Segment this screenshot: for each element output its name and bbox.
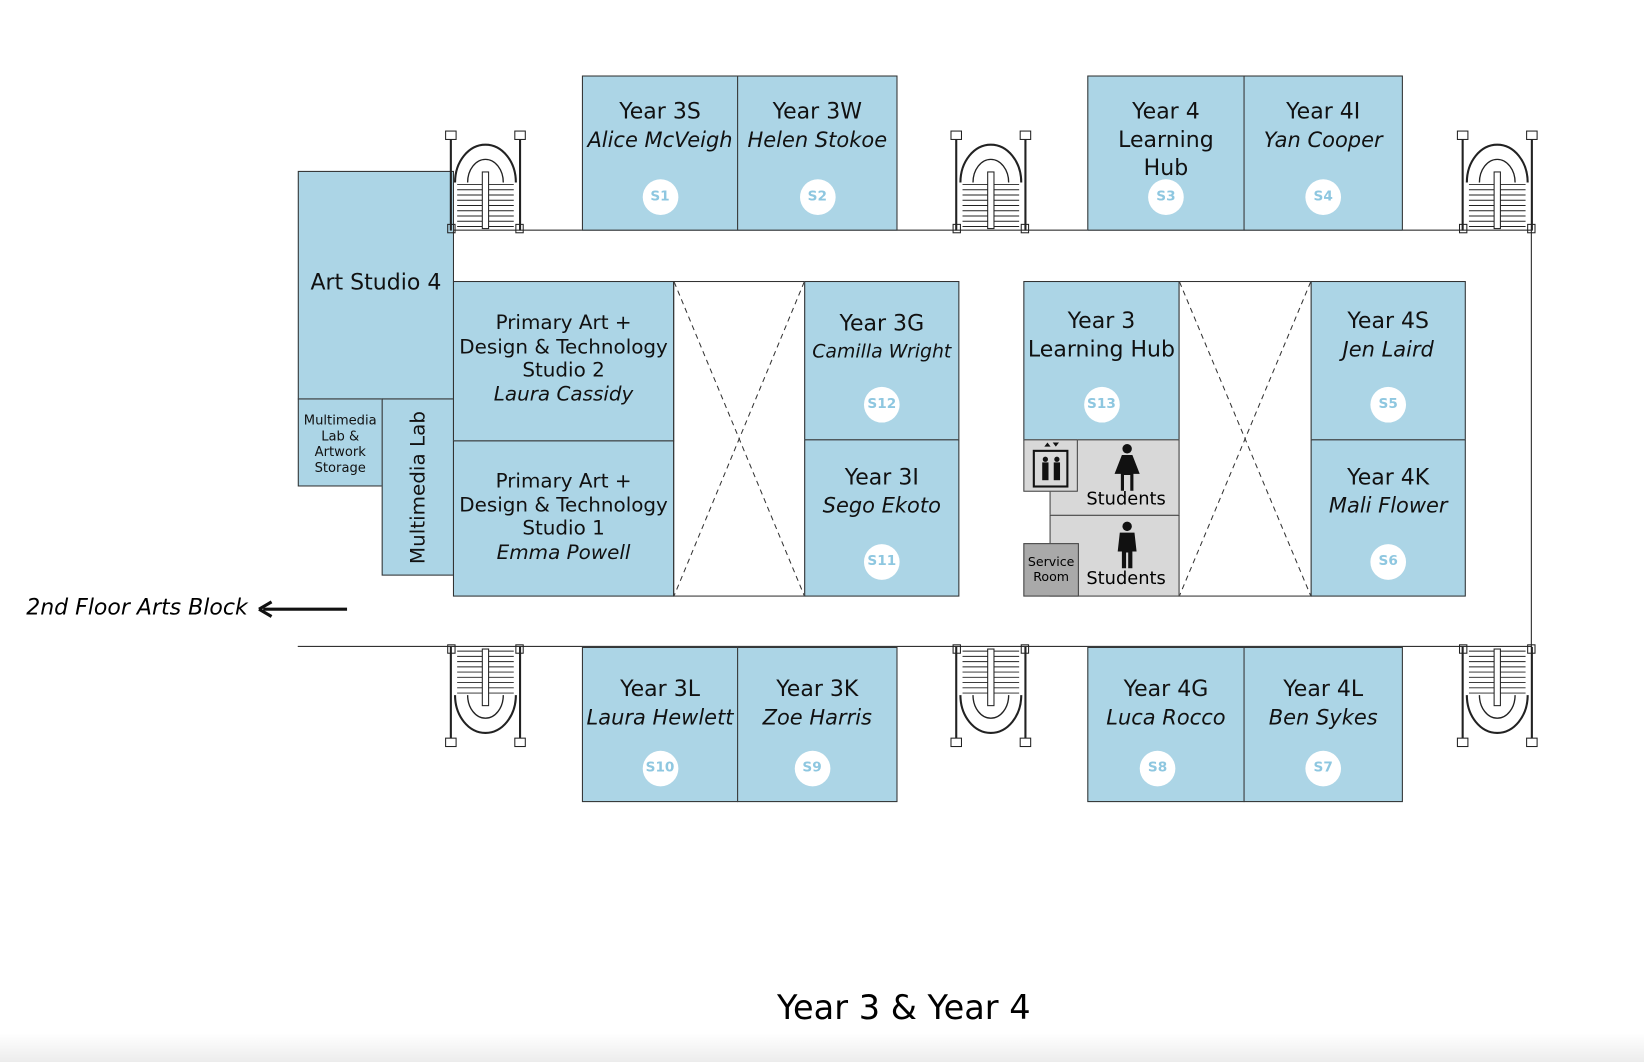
room-title: Primary Art + Design & Technology Studio… [459,469,668,540]
room-title: Multimedia Lab & Artwork Storage [303,412,377,475]
toilet-label: Students [1086,488,1166,510]
room-title: Year 3W [772,98,862,124]
teacher-name: Emma Powell [496,540,631,564]
elevator[interactable] [1023,439,1078,492]
stairs-icon [445,130,526,234]
stairs-icon [1456,644,1538,748]
room-title: Service Room [1027,554,1075,585]
room-title: Year 4I [1286,98,1361,124]
teacher-name: Laura Hewlett [586,704,734,730]
room-primary-art-2[interactable]: Primary Art + Design & Technology Studio… [452,280,675,442]
room-title: Multimedia Lab [406,410,430,564]
room-badge: S3 [1148,179,1184,215]
room-primary-art-1[interactable]: Primary Art + Design & Technology Studio… [452,440,675,597]
room-title: Primary Art + Design & Technology Studio… [459,311,668,382]
room-title: Year 4G [1123,676,1209,702]
room-art-studio-4[interactable]: Art Studio 4 [297,170,455,400]
stairs-icon [1456,130,1538,234]
room-title: Year 4 Learning Hub [1118,98,1214,181]
teacher-name: Sego Ekoto [822,492,941,518]
room-badge: S8 [1139,750,1176,787]
room-title: Art Studio 4 [310,269,442,295]
room-badge: S10 [642,750,678,787]
room-title: Year 3I [844,464,919,490]
room-title: Year 3L [620,676,700,702]
room-badge: S1 [642,179,678,215]
room-badge: S7 [1305,750,1342,787]
teacher-name: Laura Cassidy [493,382,634,406]
teacher-name: Ben Sykes [1268,704,1378,730]
room-badge: S11 [863,544,900,580]
room-badge: S13 [1083,386,1120,423]
teacher-name: Yan Cooper [1263,126,1383,153]
room-badge: S9 [794,750,830,787]
corridor-wall-right [1530,229,1533,647]
teacher-name: Camilla Wright [812,340,952,363]
room-title: Year 3G [839,310,925,336]
stairs-icon [950,644,1032,748]
corridor-wall-bottom [297,645,1532,648]
page-title: Year 3 & Year 4 [777,987,1031,1028]
teacher-name: Luca Rocco [1106,704,1226,730]
teacher-name: Alice McVeigh [587,126,733,153]
arrow-label: 2nd Floor Arts Block [26,594,248,620]
room-title: Year 3S [619,98,701,124]
room-badge: S6 [1370,544,1407,580]
arrow-left-icon [258,600,348,618]
room-badge: S4 [1305,179,1342,215]
footer-bar [0,1032,1644,1062]
stairs-icon [950,130,1032,234]
void-left [673,280,806,597]
teacher-name: Zoe Harris [762,704,872,730]
stairs-icon [445,644,526,748]
room-title: Year 3 Learning Hub [1027,308,1175,362]
teacher-name: Mali Flower [1328,492,1448,518]
teacher-name: Helen Stokoe [747,126,888,153]
room-badge: S2 [799,179,836,215]
room-badge: S12 [863,386,900,423]
elevator-icon [1032,442,1069,488]
room-title: Year 4L [1283,676,1364,702]
service-room[interactable]: Service Room [1023,543,1079,597]
room-title: Year 3K [776,676,859,702]
room-title: Year 4K [1347,464,1430,490]
teacher-name: Jen Laird [1342,336,1434,362]
room-badge: S5 [1370,386,1407,423]
room-multimedia-storage[interactable]: Multimedia Lab & Artwork Storage [297,398,383,487]
void-right [1178,280,1312,597]
male-icon [1117,521,1137,569]
female-icon [1114,444,1140,491]
toilet-label: Students [1086,568,1166,590]
corridor-wall-top [452,229,1532,231]
room-multimedia-lab[interactable]: Multimedia Lab [381,398,455,576]
room-title: Year 4S [1347,308,1430,334]
